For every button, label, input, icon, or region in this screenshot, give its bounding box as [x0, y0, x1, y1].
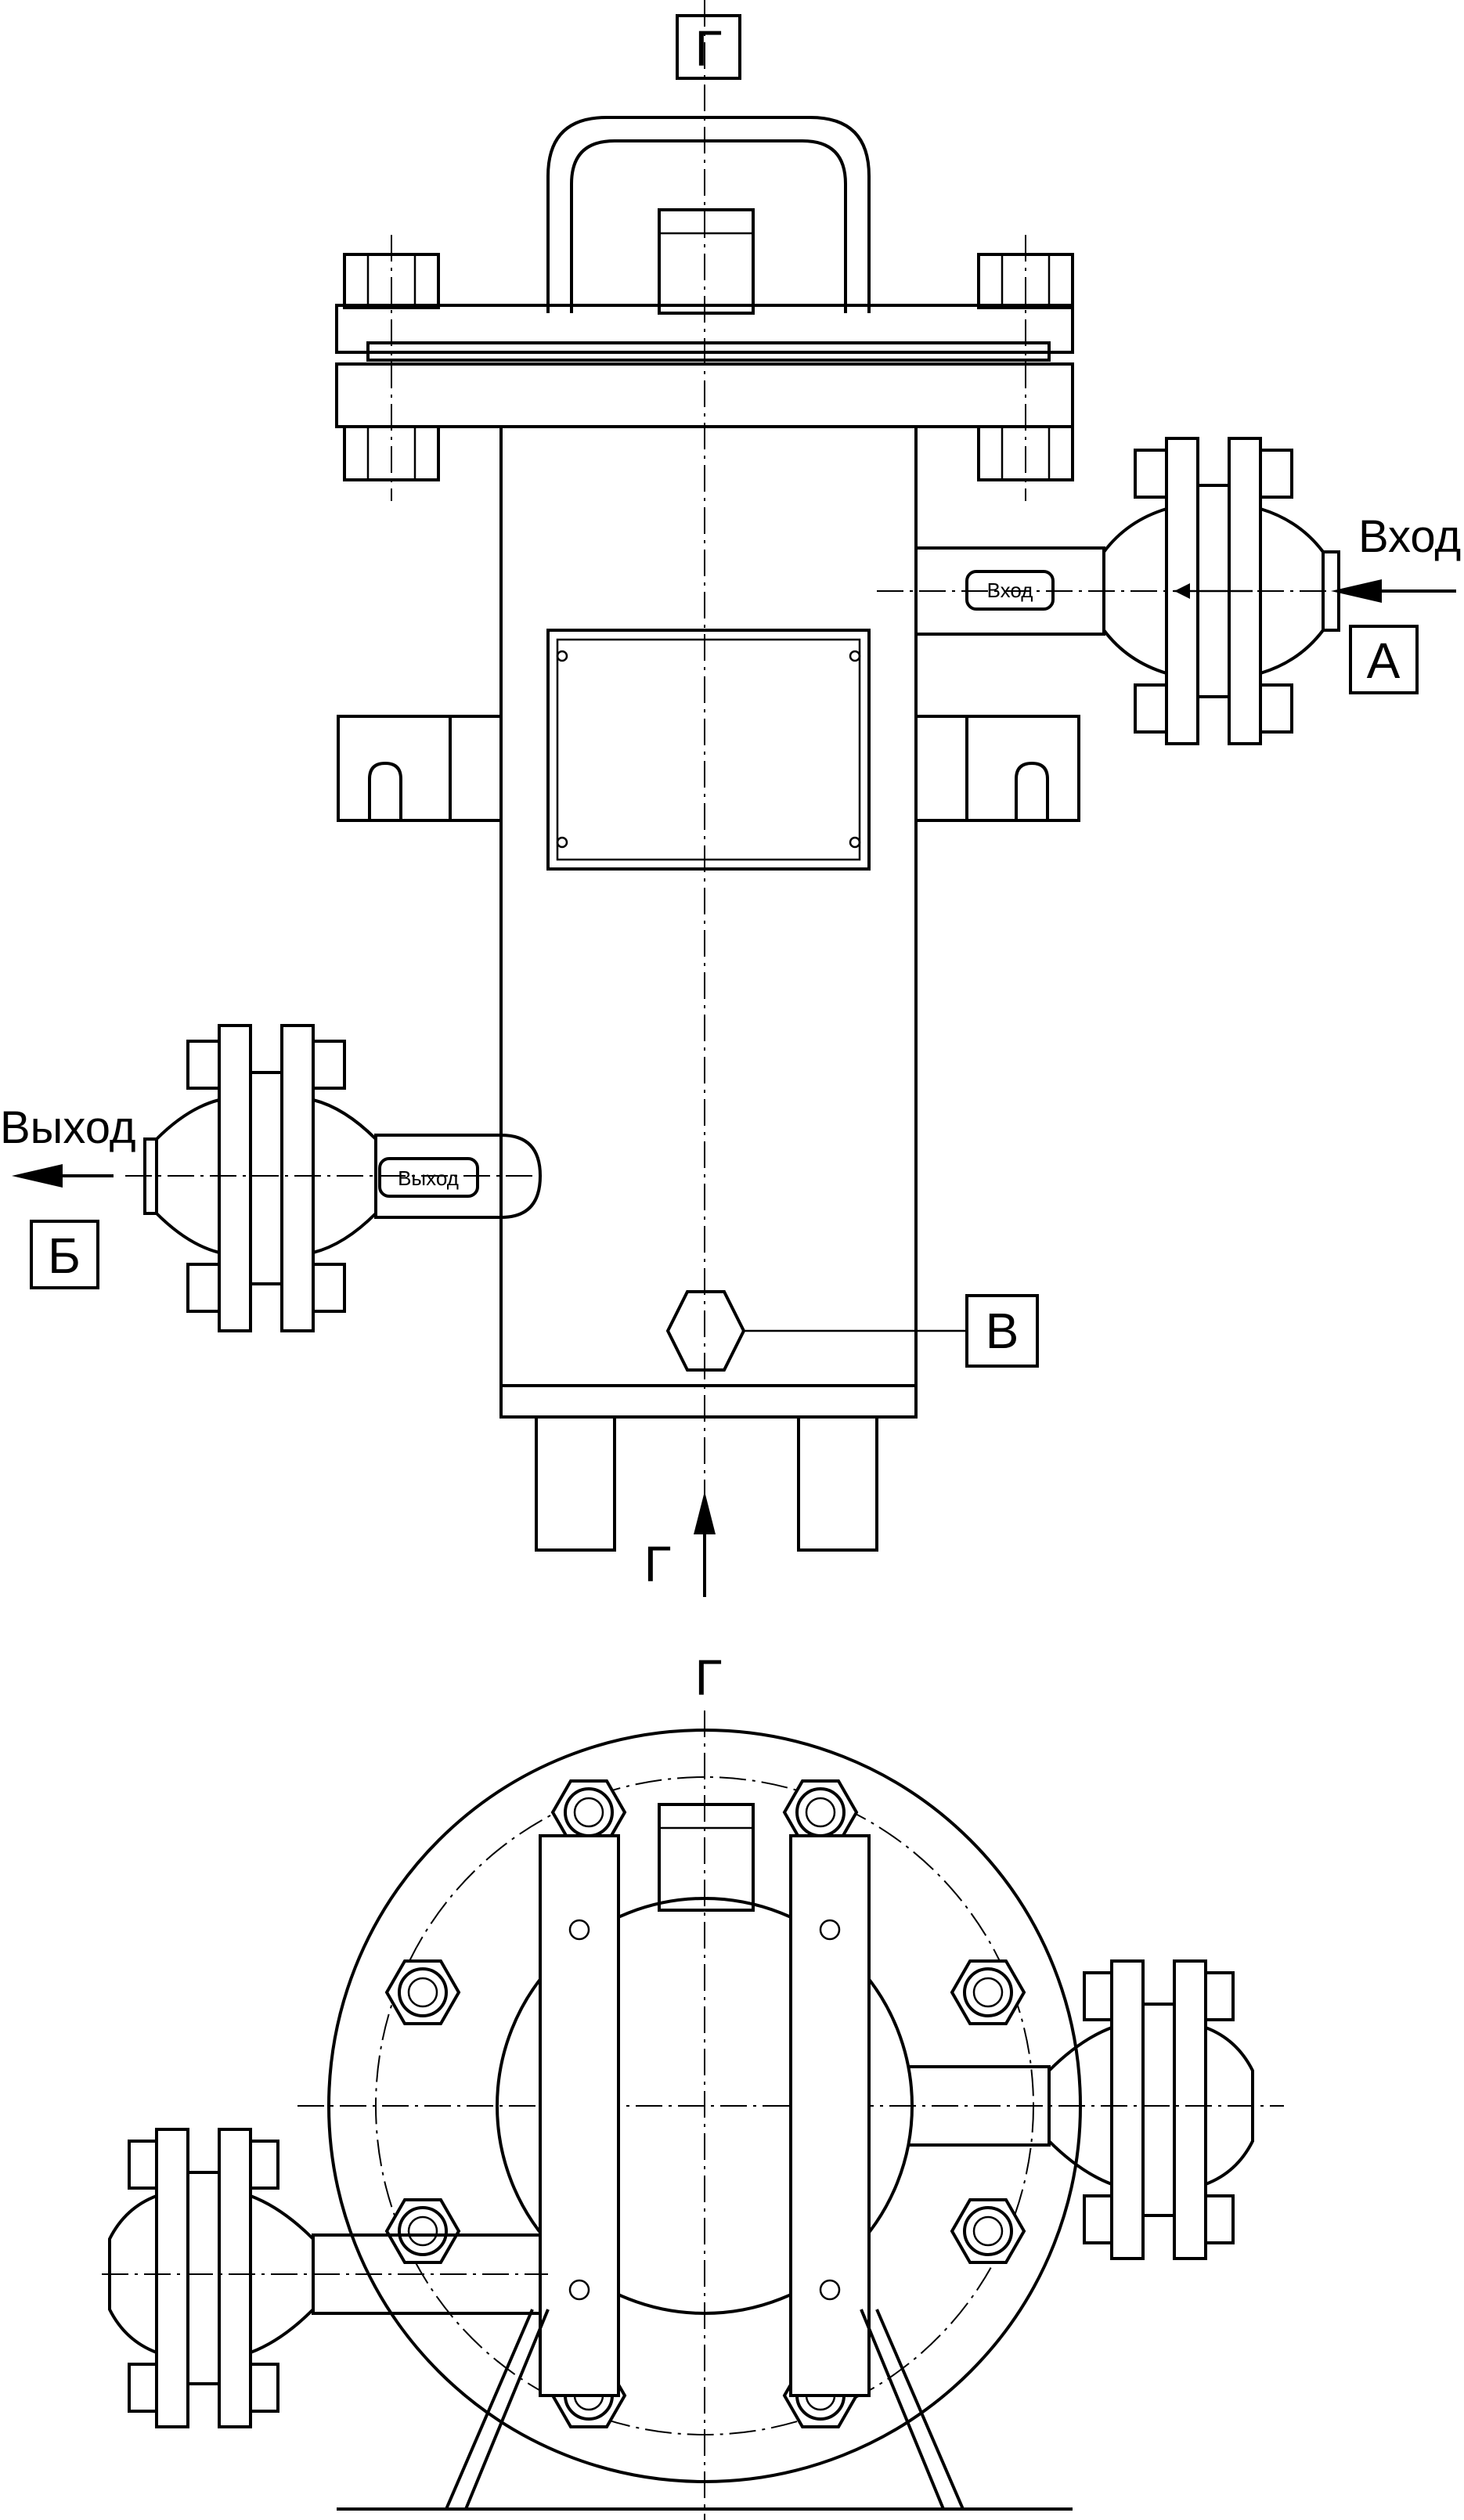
outlet-tag-label: Б [48, 1228, 81, 1284]
inlet-tag-box [1349, 625, 1419, 694]
lid-handle-inner [570, 139, 847, 313]
section-tag-label: Г [695, 20, 723, 77]
lid-flange-upper [335, 304, 1074, 354]
lid-handle [546, 116, 871, 313]
flange-outer-circle [327, 1729, 1082, 2483]
handle-bar-left [539, 1834, 620, 2397]
view-arrow-label: Г [644, 1536, 672, 1592]
view-center-nut [658, 1803, 755, 1912]
view-outlet-nozzle [102, 2128, 548, 2428]
support-leg-left [535, 1415, 616, 1552]
section-tag-box [676, 14, 741, 80]
name-plate [546, 629, 871, 871]
outlet-nozzle [125, 1024, 548, 1332]
drain-tag-box [965, 1294, 1039, 1368]
body-bottom-plate [499, 1384, 918, 1419]
drain-plug [665, 1290, 746, 1372]
body-circle [496, 1897, 914, 2315]
drain-tag-label: В [986, 1303, 1019, 1359]
front-view: Г [0, 0, 1461, 1597]
inlet-plate [965, 570, 1055, 611]
support-strut-left [445, 2309, 534, 2510]
bolt-circle [375, 1776, 1034, 2435]
view-g-title: Г [695, 1649, 723, 1706]
inlet-nozzle [877, 437, 1340, 745]
center-nut [658, 208, 755, 315]
outlet-plate-label: Выход [398, 1166, 459, 1190]
view-inlet-nozzle [908, 1959, 1254, 2260]
inlet-plate-label: Вход [987, 579, 1033, 602]
mounting-lug-left [337, 715, 503, 822]
inlet-tag-label: А [1367, 633, 1401, 689]
filter-body [499, 425, 918, 1419]
outlet-tag-box [30, 1220, 99, 1289]
mounting-lug-right [914, 715, 1080, 822]
support-leg-right [797, 1415, 878, 1552]
inlet-label: Вход [1358, 511, 1461, 562]
outlet-plate [378, 1157, 479, 1198]
outlet-label: Выход [0, 1102, 136, 1153]
lid-gasket [366, 341, 1051, 362]
view-g: Г [102, 1649, 1284, 2520]
support-strut-right [875, 2309, 965, 2510]
handle-bar-right [789, 1834, 871, 2397]
